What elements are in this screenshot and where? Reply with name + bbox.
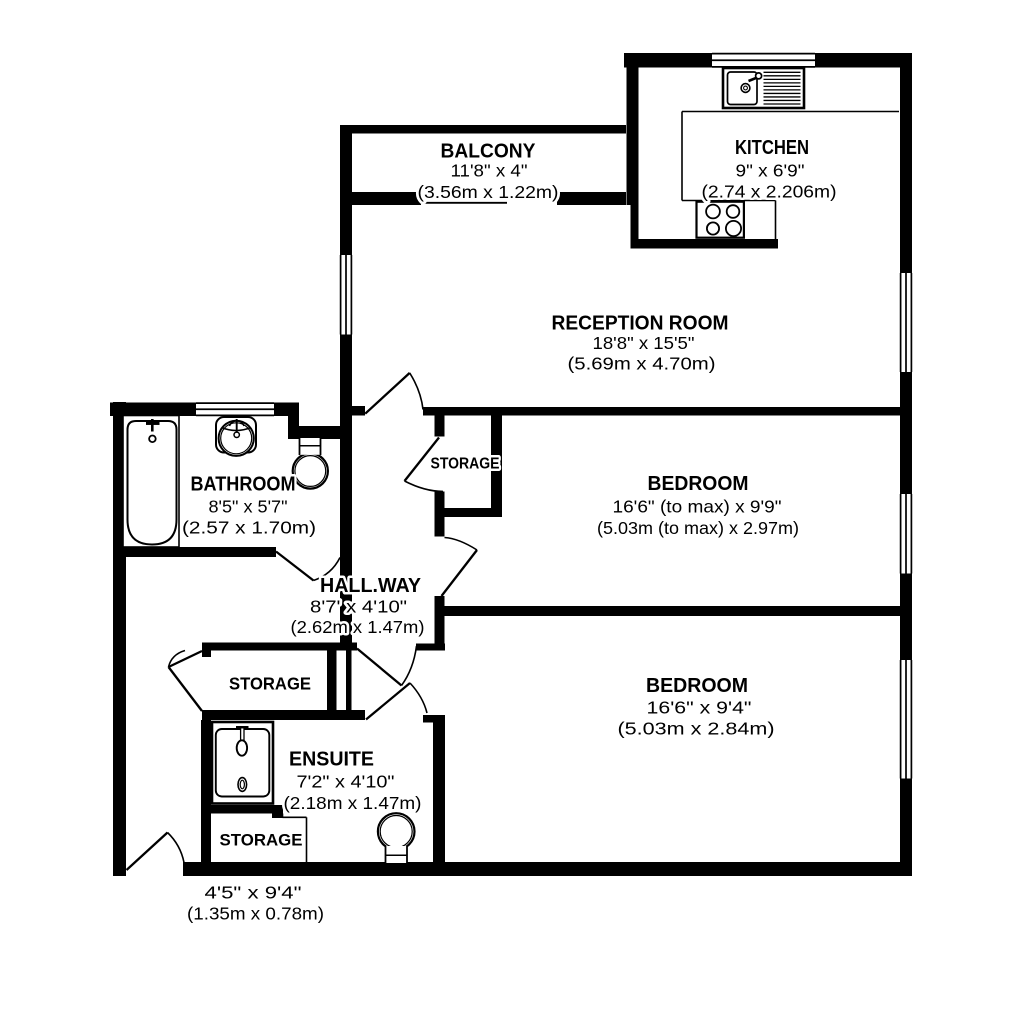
svg-text:(3.56m x 1.22m): (3.56m x 1.22m) <box>418 182 559 202</box>
svg-text:(1.35m x 0.78m): (1.35m x 0.78m) <box>187 904 324 924</box>
svg-text:(2.57 x 1.70m): (2.57 x 1.70m) <box>182 518 316 538</box>
svg-text:KITCHEN: KITCHEN <box>735 137 809 159</box>
svg-text:HALL.WAY: HALL.WAY <box>320 575 422 597</box>
svg-text:18'8" x 15'5": 18'8" x 15'5" <box>593 333 695 353</box>
svg-text:(2.62m x 1.47m): (2.62m x 1.47m) <box>291 617 425 637</box>
svg-text:(2.74 x 2.206m): (2.74 x 2.206m) <box>702 182 837 202</box>
svg-text:8'7' x 4'10": 8'7' x 4'10" <box>310 597 407 617</box>
svg-text:ENSUITE: ENSUITE <box>289 747 374 770</box>
svg-text:STORAGE: STORAGE <box>220 832 303 850</box>
svg-text:11'8" x 4": 11'8" x 4" <box>451 160 528 180</box>
svg-text:BATHROOM: BATHROOM <box>191 474 296 496</box>
svg-text:16'6" (to max) x 9'9": 16'6" (to max) x 9'9" <box>613 497 782 517</box>
svg-text:STORAGE: STORAGE <box>431 455 500 472</box>
svg-text:BEDROOM: BEDROOM <box>646 674 748 697</box>
svg-text:9" x 6'9": 9" x 6'9" <box>736 161 805 181</box>
svg-text:4'5" x 9'4": 4'5" x 9'4" <box>205 883 302 903</box>
svg-text:8'5" x 5'7": 8'5" x 5'7" <box>209 497 288 517</box>
svg-text:(2.18m x 1.47m): (2.18m x 1.47m) <box>284 793 422 813</box>
svg-text:(5.69m x 4.70m): (5.69m x 4.70m) <box>568 353 716 373</box>
svg-text:(5.03m (to max) x 2.97m): (5.03m (to max) x 2.97m) <box>597 518 799 538</box>
svg-text:16'6" x 9'4": 16'6" x 9'4" <box>647 698 752 718</box>
svg-text:BALCONY: BALCONY <box>441 140 537 162</box>
svg-text:BEDROOM: BEDROOM <box>648 472 749 495</box>
svg-text:(5.03m x 2.84m): (5.03m x 2.84m) <box>618 719 775 739</box>
svg-text:RECEPTION ROOM: RECEPTION ROOM <box>552 311 729 334</box>
svg-text:STORAGE: STORAGE <box>229 674 311 694</box>
svg-text:7'2" x 4'10": 7'2" x 4'10" <box>297 772 395 792</box>
